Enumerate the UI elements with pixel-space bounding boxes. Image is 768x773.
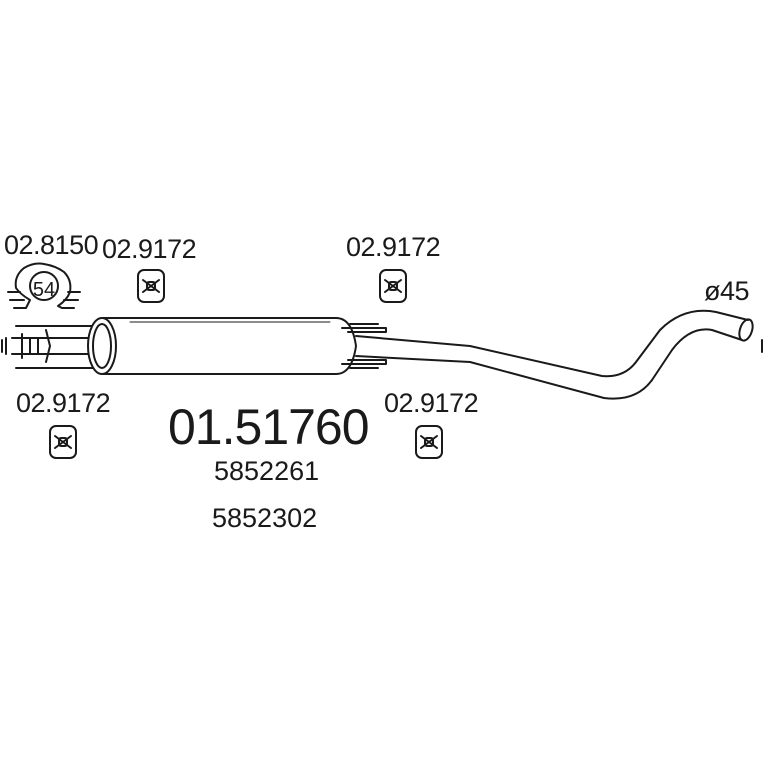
- muffler-bracket: [341, 323, 387, 369]
- hanger-part-number: 02.9172: [346, 232, 441, 262]
- hanger-part-number: 02.9172: [384, 388, 479, 418]
- muffler-body: [87, 317, 357, 375]
- tail-pipe: [355, 309, 754, 400]
- oem-number: 5852261: [214, 456, 320, 486]
- clamp-icon: 54: [7, 262, 81, 309]
- hanger-part-number: 02.9172: [102, 234, 197, 264]
- rubber-hanger-icon: [415, 425, 443, 459]
- clamp-part-number: 02.8150: [4, 230, 99, 260]
- rubber-hanger-icon: [49, 425, 77, 459]
- rubber-hanger-icon: [137, 269, 165, 303]
- rubber-hanger-icon: [379, 269, 407, 303]
- inlet-marker: [1, 337, 7, 355]
- hanger-part-number: 02.9172: [16, 388, 111, 418]
- outlet-diameter-label: ø45: [704, 276, 750, 306]
- oem-number: 5852302: [212, 503, 318, 533]
- main-part-number: 01.51760: [168, 399, 370, 455]
- clamp-size-label: 54: [33, 279, 55, 301]
